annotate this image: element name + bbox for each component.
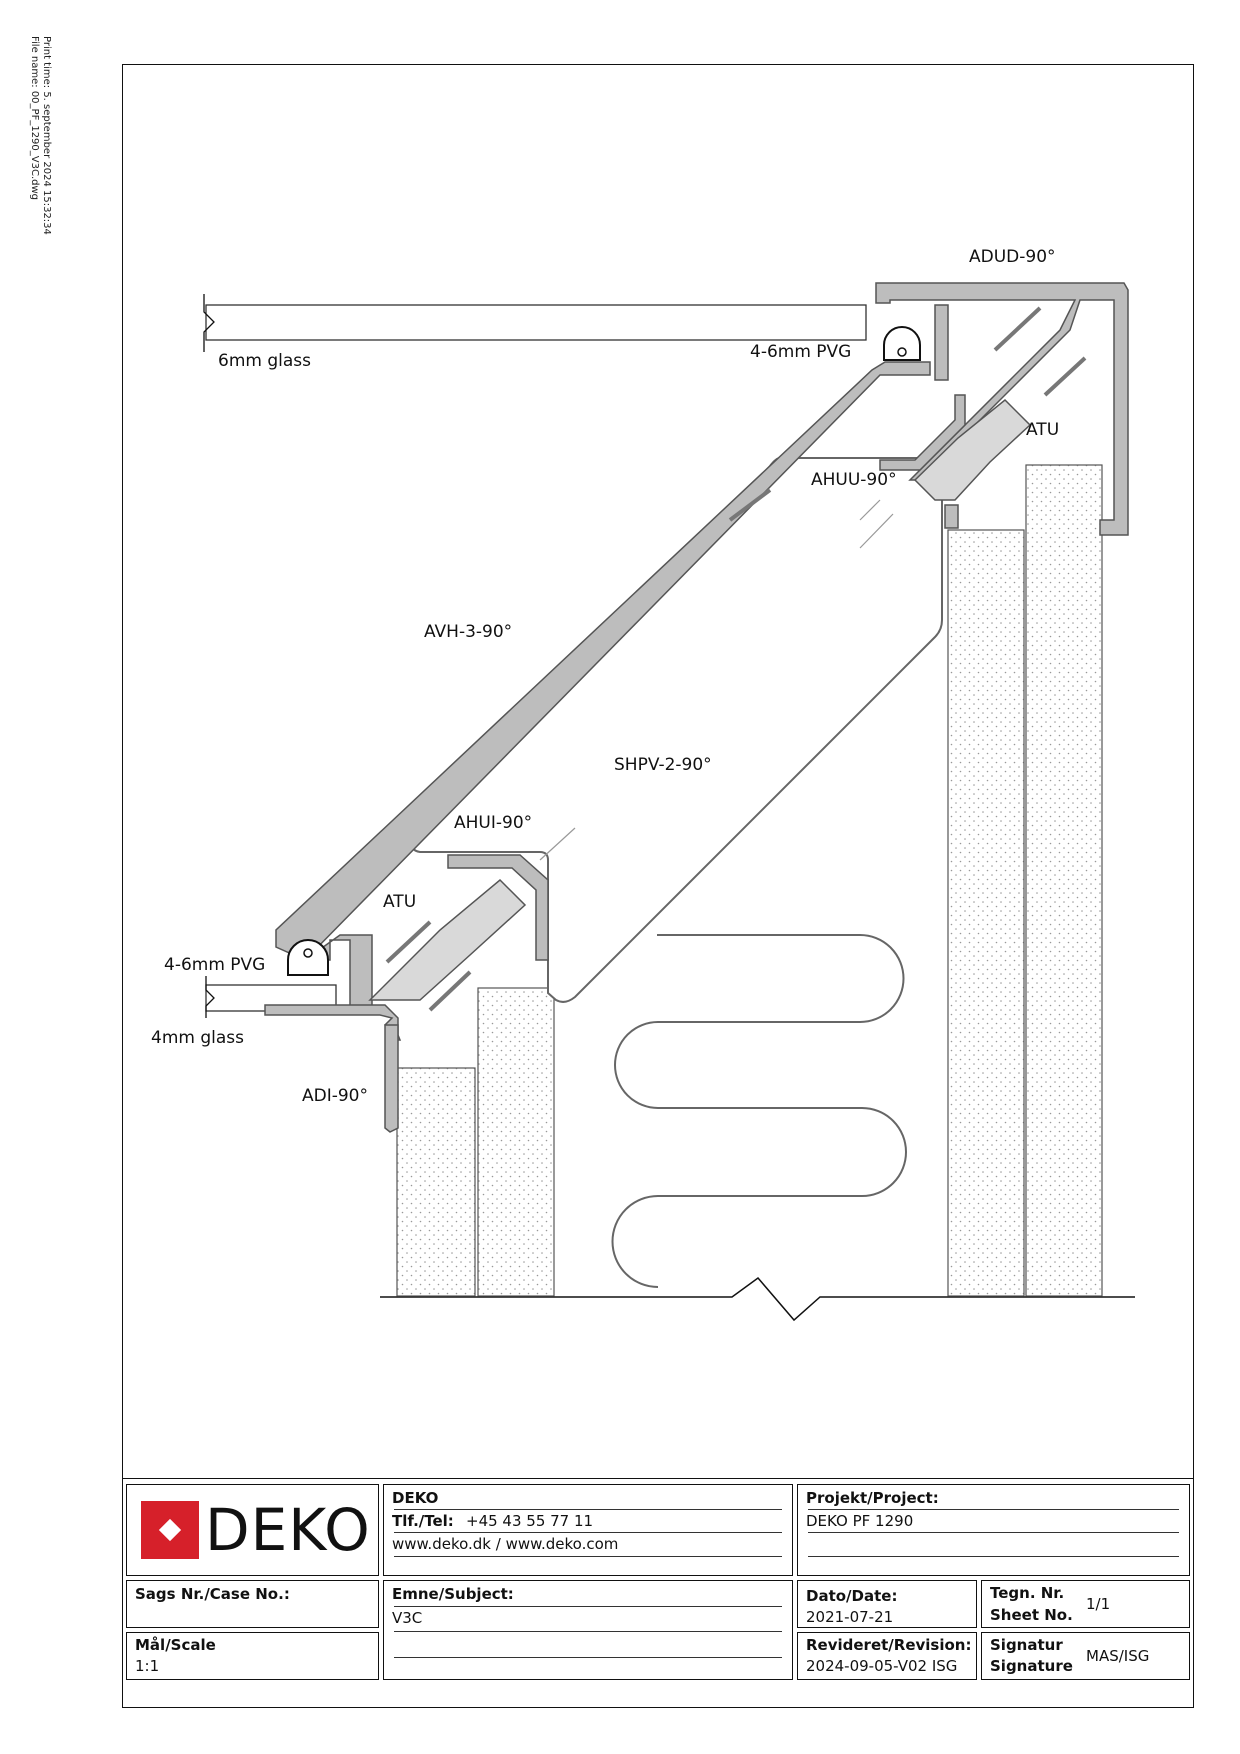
date-cell: Dato/Date: 2021-07-21 bbox=[797, 1580, 977, 1628]
atu-top-profile bbox=[913, 398, 1032, 501]
adi-profile-leg bbox=[384, 1024, 399, 1133]
heating-serpentine bbox=[611, 934, 907, 1288]
case-label: Sags Nr./Case No.: bbox=[135, 1585, 290, 1603]
subject-label: Emne/Subject: bbox=[392, 1585, 514, 1603]
label-avh: AVH-3-90° bbox=[424, 622, 512, 642]
ahui-profile bbox=[447, 854, 549, 961]
company-cell: DEKO Tlf./Tel: +45 43 55 77 11 www.deko.… bbox=[383, 1484, 793, 1576]
tel-value: +45 43 55 77 11 bbox=[466, 1512, 594, 1530]
revision-label: Revideret/Revision: bbox=[806, 1636, 972, 1654]
scale-cell: Mål/Scale 1:1 bbox=[126, 1632, 379, 1680]
ahuu-profile bbox=[879, 394, 966, 471]
label-pvg-top: 4-6mm PVG bbox=[750, 342, 851, 362]
label-adi: ADI-90° bbox=[302, 1086, 368, 1106]
label-glass-top: 6mm glass bbox=[218, 351, 311, 371]
label-adud: ADUD-90° bbox=[969, 247, 1056, 267]
scale-label: Mål/Scale bbox=[135, 1636, 216, 1654]
company-web: www.deko.dk / www.deko.com bbox=[392, 1535, 619, 1553]
signature-label-2: Signature bbox=[990, 1657, 1073, 1675]
date-label: Dato/Date: bbox=[806, 1587, 898, 1605]
break-symbol bbox=[205, 976, 215, 1018]
sheet-label-2: Sheet No. bbox=[990, 1606, 1073, 1624]
project-value: DEKO PF 1290 bbox=[806, 1512, 914, 1530]
drawing-frame bbox=[122, 64, 1194, 1708]
ahuu-profile-leg bbox=[944, 504, 959, 529]
signature-label-1: Signatur bbox=[990, 1636, 1063, 1654]
deko-logo: DEKO bbox=[141, 1501, 371, 1559]
pvg-top-gasket bbox=[883, 326, 921, 361]
label-glass-bottom: 4mm glass bbox=[151, 1028, 244, 1048]
sheet-value: 1/1 bbox=[1086, 1595, 1111, 1613]
case-cell: Sags Nr./Case No.: bbox=[126, 1580, 379, 1628]
project-cell: Projekt/Project: DEKO PF 1290 bbox=[797, 1484, 1190, 1576]
adi-profile bbox=[264, 1004, 402, 1041]
deko-logo-text: DEKO bbox=[205, 1496, 371, 1564]
label-atu-bottom: ATU bbox=[383, 892, 416, 912]
adud-profile-upright bbox=[934, 304, 949, 381]
date-value: 2021-07-21 bbox=[806, 1608, 894, 1626]
project-label: Projekt/Project: bbox=[806, 1489, 939, 1507]
insulation-panel bbox=[1025, 464, 1103, 1297]
sheet-cell: Tegn. Nr. Sheet No. 1/1 bbox=[981, 1580, 1190, 1628]
scale-value: 1:1 bbox=[135, 1657, 160, 1675]
insulation-panel bbox=[947, 529, 1025, 1297]
adud-profile bbox=[875, 282, 1129, 536]
revision-cell: Revideret/Revision: 2024-09-05-V02 ISG bbox=[797, 1632, 977, 1680]
revision-value: 2024-09-05-V02 ISG bbox=[806, 1657, 958, 1675]
insulation-panel bbox=[477, 987, 555, 1297]
tel-label: Tlf./Tel: bbox=[392, 1512, 454, 1530]
deko-logo-mark-icon bbox=[141, 1501, 199, 1559]
label-pvg-bottom: 4-6mm PVG bbox=[164, 955, 265, 975]
signature-cell: Signatur Signature MAS/ISG bbox=[981, 1632, 1190, 1680]
title-block-border bbox=[122, 1478, 1194, 1479]
break-symbol bbox=[203, 294, 215, 352]
company-name: DEKO bbox=[392, 1489, 439, 1507]
label-atu-top: ATU bbox=[1026, 420, 1059, 440]
signature-value: MAS/ISG bbox=[1086, 1647, 1150, 1665]
subject-cell: Emne/Subject: V3C bbox=[383, 1580, 793, 1680]
sheet-label-1: Tegn. Nr. bbox=[990, 1584, 1065, 1602]
logo-cell: DEKO bbox=[126, 1484, 379, 1576]
subject-value: V3C bbox=[392, 1609, 423, 1627]
glass-top bbox=[205, 304, 867, 341]
label-shpv: SHPV-2-90° bbox=[614, 755, 712, 775]
insulation-panel bbox=[396, 1067, 476, 1297]
avh-profile bbox=[275, 361, 931, 961]
label-ahuu: AHUU-90° bbox=[811, 470, 897, 490]
label-ahui: AHUI-90° bbox=[454, 813, 532, 833]
atu-bottom-profile bbox=[368, 878, 527, 1001]
ground-break-line bbox=[380, 1276, 1135, 1322]
